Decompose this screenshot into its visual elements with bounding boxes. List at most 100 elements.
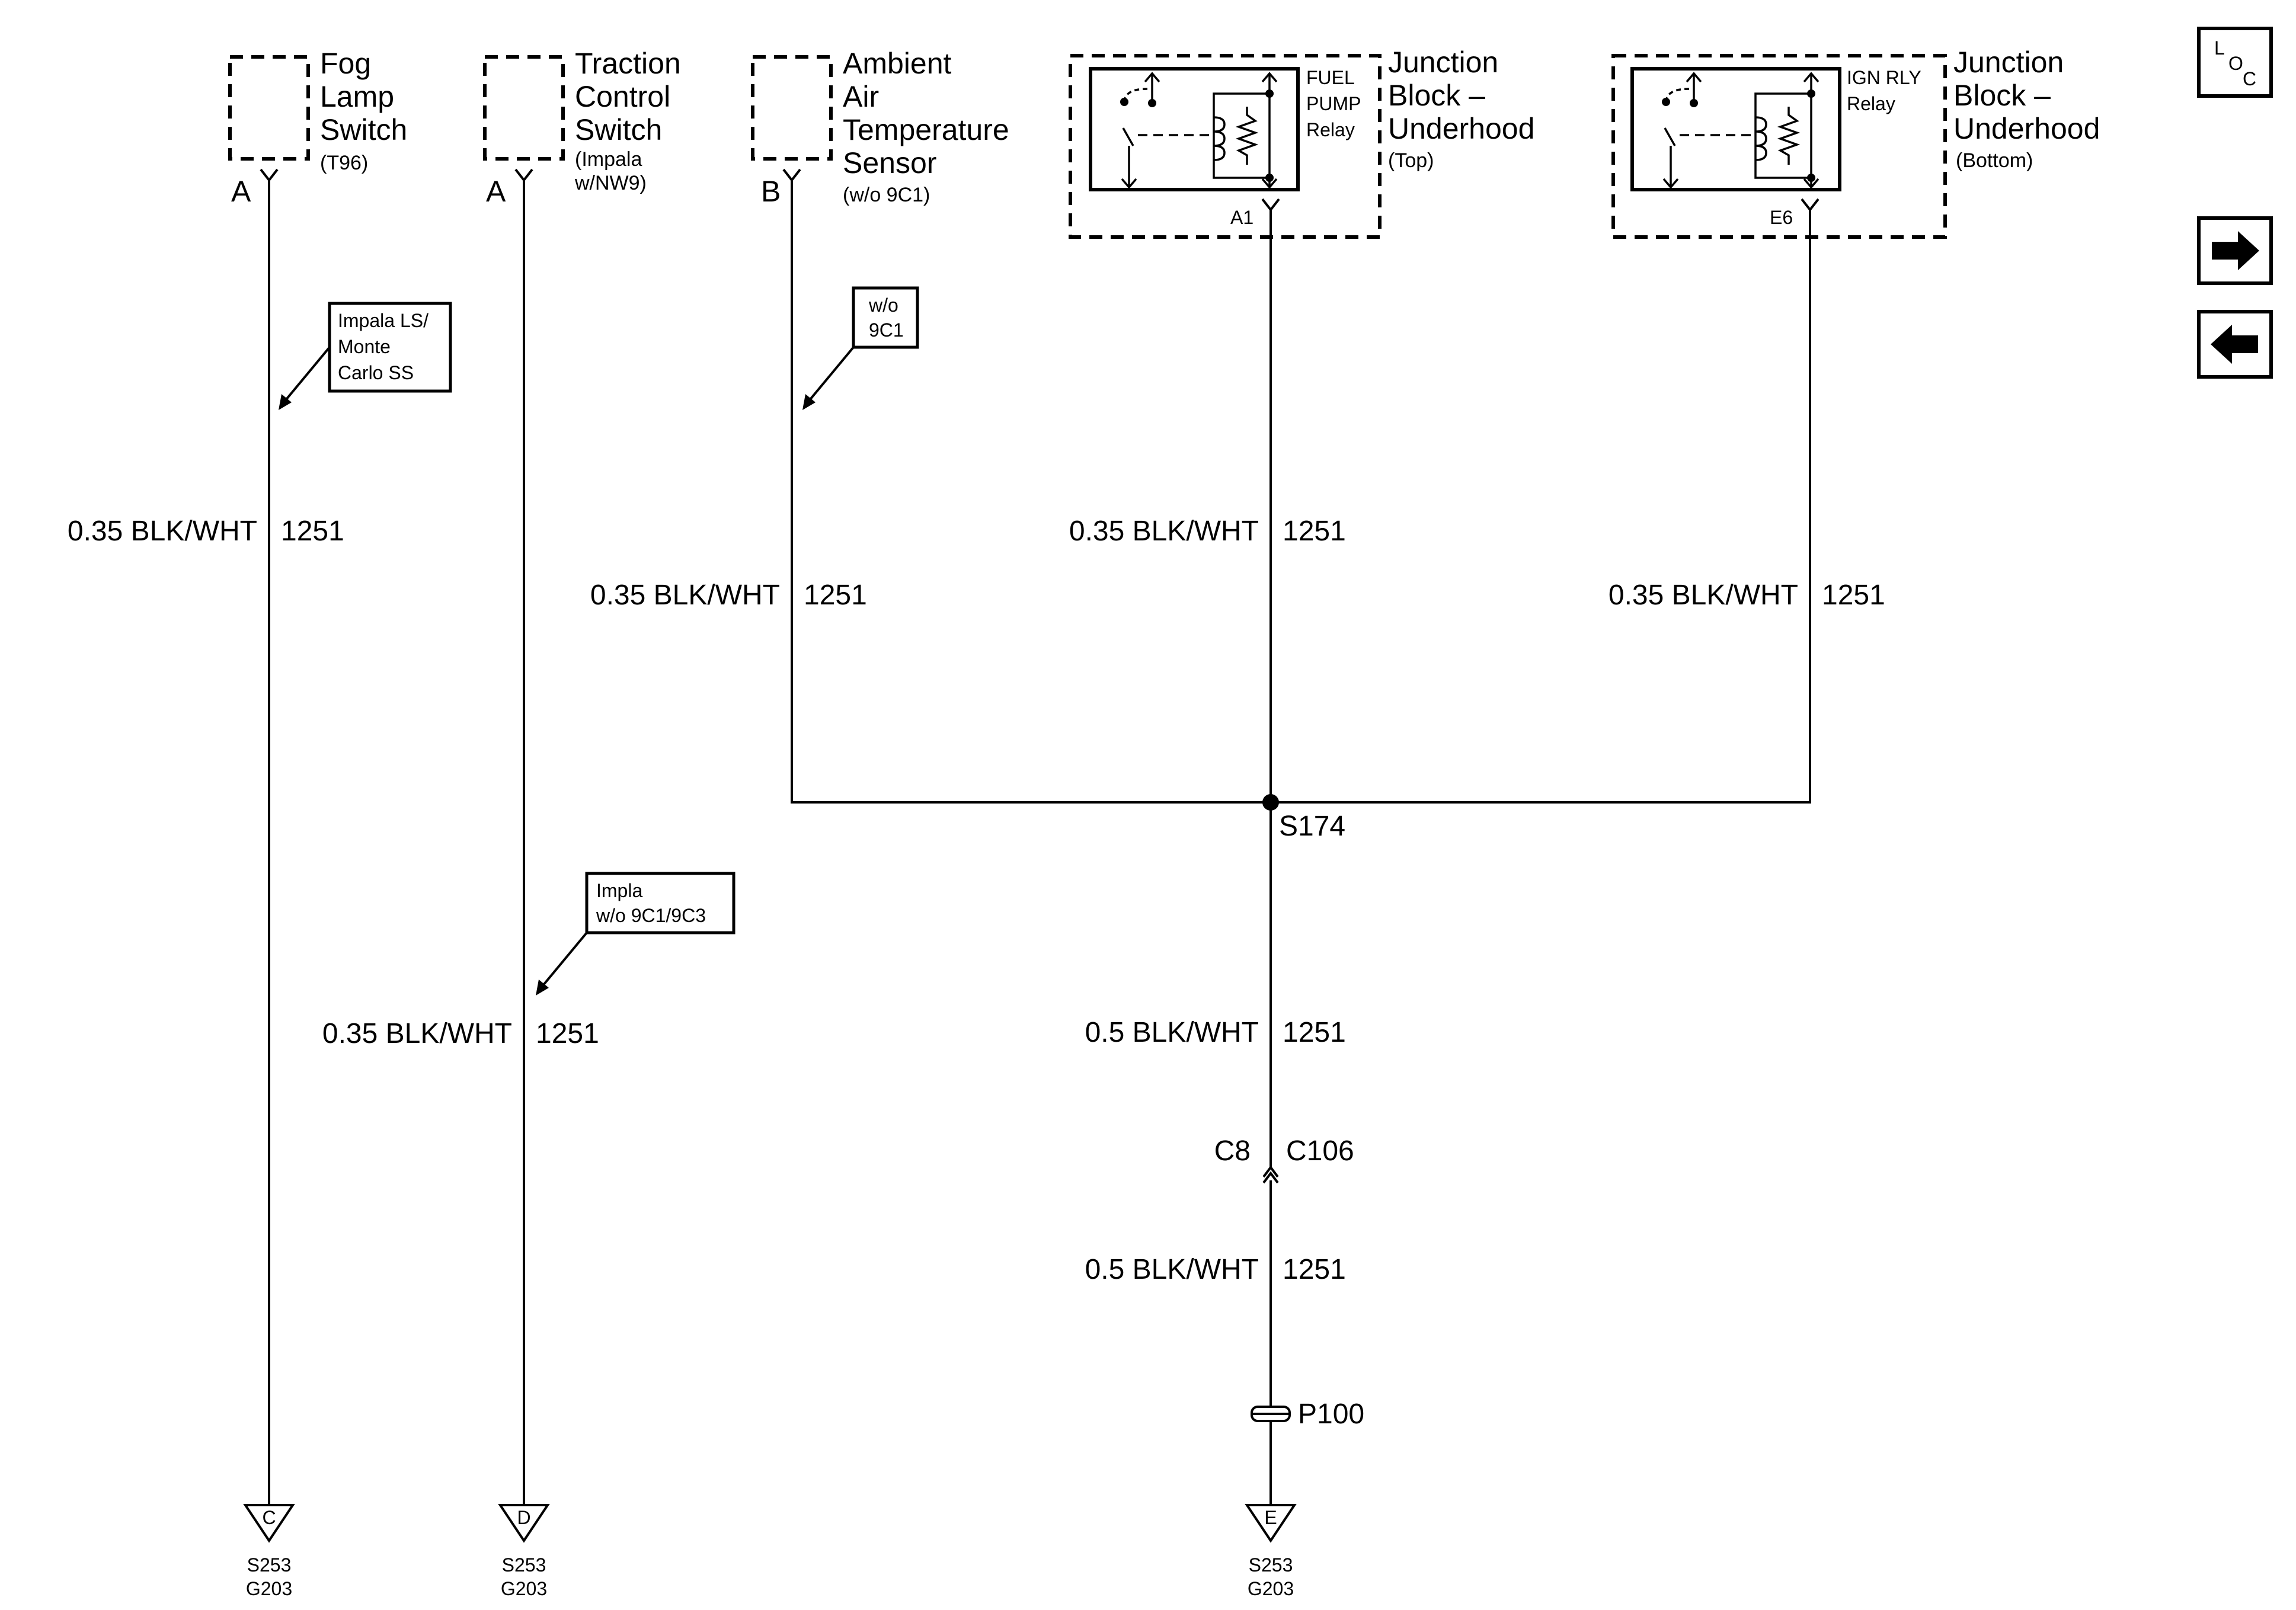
ambient-pin-icon xyxy=(782,168,801,183)
svg-text:Fog: Fog xyxy=(320,47,371,80)
svg-text:1251: 1251 xyxy=(1283,1017,1346,1048)
svg-text:L: L xyxy=(2214,37,2225,59)
fog-lamp-switch: Fog Lamp Switch (T96) A xyxy=(228,47,407,208)
svg-text:E: E xyxy=(1264,1507,1277,1528)
callout-arrow-icon xyxy=(279,394,292,410)
svg-text:w/o 9C1/9C3: w/o 9C1/9C3 xyxy=(596,905,706,926)
callout-arrow-icon xyxy=(802,394,816,410)
svg-text:Relay: Relay xyxy=(1306,119,1355,140)
svg-text:Monte: Monte xyxy=(338,336,391,357)
svg-text:S174: S174 xyxy=(1279,811,1345,842)
svg-text:IGN RLY: IGN RLY xyxy=(1847,67,1921,88)
connector-female-icon xyxy=(1262,1171,1279,1184)
connector-male-icon xyxy=(1262,1165,1279,1178)
ambient-pin-label: B xyxy=(761,175,781,208)
svg-text:Underhood: Underhood xyxy=(1953,112,2100,145)
svg-text:1251: 1251 xyxy=(536,1018,599,1049)
ground-c: C S253 G203 xyxy=(243,1504,295,1599)
svg-text:1251: 1251 xyxy=(804,580,867,611)
wires xyxy=(268,180,1811,1505)
svg-text:C8: C8 xyxy=(1214,1135,1251,1167)
svg-text:G203: G203 xyxy=(501,1578,547,1599)
svg-text:Impla: Impla xyxy=(596,880,642,901)
svg-text:(Impala: (Impala xyxy=(575,148,642,171)
svg-text:Sensor: Sensor xyxy=(843,146,936,180)
svg-text:Traction: Traction xyxy=(575,47,681,80)
svg-text:Impala LS/: Impala LS/ xyxy=(338,310,428,331)
svg-text:C106: C106 xyxy=(1286,1135,1354,1167)
svg-text:0.5 BLK/WHT: 0.5 BLK/WHT xyxy=(1085,1254,1259,1285)
traction-pin-icon xyxy=(514,168,533,183)
svg-text:0.35 BLK/WHT: 0.35 BLK/WHT xyxy=(68,516,257,547)
splice-dot-icon xyxy=(1262,794,1279,811)
wire-labels: 0.35 BLK/WHT 1251 0.35 BLK/WHT 1251 0.35… xyxy=(68,516,1885,1285)
traction-pin-label: A xyxy=(486,175,506,208)
fog-pin-icon xyxy=(260,168,279,183)
svg-text:S253: S253 xyxy=(502,1554,546,1576)
svg-text:1251: 1251 xyxy=(1822,580,1885,611)
svg-text:(Bottom): (Bottom) xyxy=(1956,149,2033,172)
ground-d: D S253 G203 xyxy=(498,1504,550,1599)
svg-text:Switch: Switch xyxy=(320,113,407,146)
svg-text:(w/o 9C1): (w/o 9C1) xyxy=(843,184,930,206)
svg-text:1251: 1251 xyxy=(281,516,344,547)
callout-impala-ls: Impala LS/ Monte Carlo SS xyxy=(279,302,452,410)
relay-icon xyxy=(1120,72,1278,189)
callout-wo-9c1: w/o 9C1 xyxy=(802,286,919,410)
traction-control-switch: Traction Control Switch (Impala w/NW9) A xyxy=(483,47,681,208)
callout-arrow-icon xyxy=(536,980,549,996)
svg-text:Air: Air xyxy=(843,80,879,113)
fuel-pump-pin-icon xyxy=(1261,198,1280,212)
callout-impla: Impla w/o 9C1/9C3 xyxy=(536,872,736,996)
ground-triangle-icon xyxy=(243,1504,295,1543)
arrow-left-icon xyxy=(2211,325,2258,364)
next-page-button[interactable] xyxy=(2197,216,2273,285)
svg-text:C: C xyxy=(262,1507,276,1528)
loc-button[interactable]: L O C xyxy=(2197,27,2273,98)
svg-text:0.35 BLK/WHT: 0.35 BLK/WHT xyxy=(322,1018,512,1049)
svg-text:G203: G203 xyxy=(1248,1578,1294,1599)
svg-text:PUMP: PUMP xyxy=(1306,93,1361,114)
svg-text:0.35 BLK/WHT: 0.35 BLK/WHT xyxy=(590,580,780,611)
fuel-pump-relay xyxy=(1089,67,1300,191)
svg-text:Underhood: Underhood xyxy=(1388,112,1534,145)
svg-text:Relay: Relay xyxy=(1847,93,1895,114)
svg-text:Switch: Switch xyxy=(575,113,662,146)
svg-text:Control: Control xyxy=(575,80,670,113)
svg-text:w/o: w/o xyxy=(868,295,898,316)
svg-text:Temperature: Temperature xyxy=(843,113,1009,146)
previous-page-button[interactable] xyxy=(2197,310,2273,379)
svg-text:Block –: Block – xyxy=(1953,79,2051,112)
junction-block-top: FUEL PUMP Relay Junction Block – Underho… xyxy=(1069,46,1534,239)
svg-text:9C1: 9C1 xyxy=(869,319,904,341)
fog-pin-label: A xyxy=(231,175,251,208)
ground-e: E S253 G203 xyxy=(1245,1504,1297,1599)
svg-text:1251: 1251 xyxy=(1283,516,1346,547)
ambient-air-temperature-sensor: Ambient Air Temperature Sensor (w/o 9C1)… xyxy=(751,47,1009,208)
svg-text:P100: P100 xyxy=(1298,1398,1364,1430)
pass-through-p100: P100 xyxy=(1251,1398,1364,1430)
wire-ambient-bus-ign xyxy=(791,180,1811,804)
svg-text:w/NW9): w/NW9) xyxy=(574,172,647,194)
svg-text:O: O xyxy=(2228,53,2243,74)
ign-pin-icon xyxy=(1801,198,1819,212)
ground-triangle-icon xyxy=(1245,1504,1297,1543)
svg-text:FUEL: FUEL xyxy=(1306,67,1355,88)
svg-text:C: C xyxy=(2243,68,2256,89)
svg-text:Block –: Block – xyxy=(1388,79,1485,112)
connector-c8-c106: C8 C106 xyxy=(1214,1135,1354,1184)
arrow-right-icon xyxy=(2212,231,2259,270)
svg-text:D: D xyxy=(517,1507,530,1528)
svg-text:0.35 BLK/WHT: 0.35 BLK/WHT xyxy=(1069,516,1259,547)
svg-text:Carlo SS: Carlo SS xyxy=(338,362,414,383)
svg-text:S253: S253 xyxy=(1249,1554,1293,1576)
ign-relay xyxy=(1630,67,1841,191)
svg-text:(T96): (T96) xyxy=(320,152,368,174)
svg-text:Ambient: Ambient xyxy=(843,47,952,80)
junction-block-bottom: IGN RLY Relay Junction Block – Underhood… xyxy=(1611,46,2100,239)
svg-text:0.5 BLK/WHT: 0.5 BLK/WHT xyxy=(1085,1017,1259,1048)
svg-text:1251: 1251 xyxy=(1283,1254,1346,1285)
svg-text:0.35 BLK/WHT: 0.35 BLK/WHT xyxy=(1609,580,1798,611)
splice-s174: S174 xyxy=(1262,794,1345,842)
